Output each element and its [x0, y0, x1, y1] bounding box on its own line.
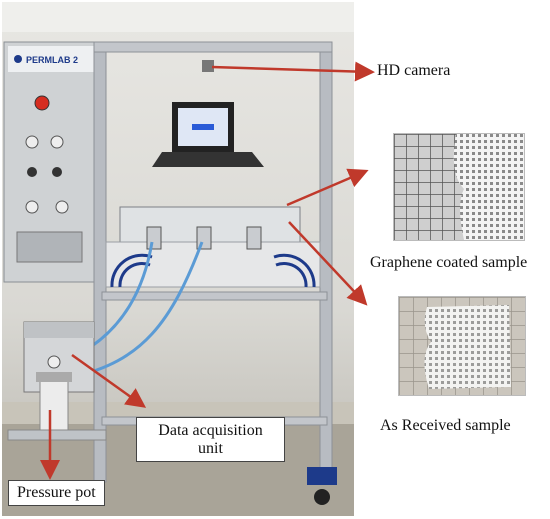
graphene-sample-label: Graphene coated sample	[370, 254, 528, 271]
arrow-camera	[211, 61, 375, 82]
arrow-graphene	[286, 168, 369, 207]
as-received-sample-label: As Received sample	[380, 417, 511, 434]
pressure-pot-label: Pressure pot	[8, 480, 105, 506]
arrow-as-received	[288, 221, 368, 306]
arrow-daq	[71, 353, 147, 408]
equipment-illustration: PERMLAB 2	[2, 2, 354, 516]
emergency-stop	[34, 95, 50, 111]
graphene-sample-image	[393, 133, 525, 241]
equipment-logo: PERMLAB 2	[26, 55, 78, 65]
equipment-photo: PERMLAB 2	[2, 2, 354, 516]
frame-top-bar	[93, 41, 333, 53]
data-acquisition-label: Data acquisition unit	[136, 417, 285, 463]
caster-bracket	[307, 467, 337, 485]
camera-label: HD camera	[377, 62, 451, 79]
as-received-sample-image	[398, 296, 526, 396]
camera-body	[202, 60, 214, 72]
